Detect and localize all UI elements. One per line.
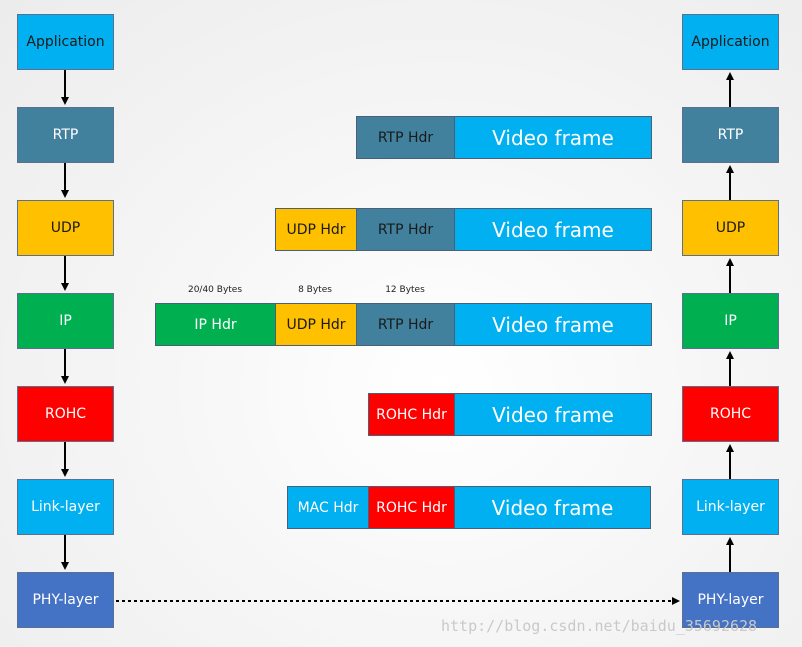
rohc-packet-video-frame: Video frame	[454, 393, 652, 436]
ip-packet-video-frame: Video frame	[454, 303, 652, 346]
right-application-layer: Application	[682, 14, 779, 70]
right-link-layer: Link-layer	[682, 479, 779, 535]
udp-packet-udp-hdr: UDP Hdr	[275, 208, 357, 251]
left-udp-layer: UDP	[17, 200, 114, 256]
left-link-layer: Link-layer	[17, 479, 114, 535]
left-phy-layer: PHY-layer	[17, 572, 114, 628]
right-rohc-layer: ROHC	[682, 386, 779, 442]
rtp-hdr-size-label: 12 Bytes	[385, 285, 425, 295]
udp-hdr-size-label: 8 Bytes	[298, 285, 332, 295]
mac-packet-video-frame: Video frame	[454, 486, 651, 529]
left-rtp-layer: RTP	[17, 107, 114, 163]
mac-packet-mac-hdr: MAC Hdr	[287, 486, 369, 529]
udp-packet-video-frame: Video frame	[454, 208, 652, 251]
ip-hdr-size-label: 20/40 Bytes	[187, 285, 243, 295]
rohc-packet-rohc-hdr: ROHC Hdr	[368, 393, 455, 436]
mac-packet-rohc-hdr: ROHC Hdr	[368, 486, 455, 529]
left-rohc-layer: ROHC	[17, 386, 114, 442]
left-application-layer: Application	[17, 14, 114, 70]
left-ip-layer: IP	[17, 293, 114, 349]
right-rtp-layer: RTP	[682, 107, 779, 163]
ip-packet-rtp-hdr: RTP Hdr	[356, 303, 455, 346]
rtp-packet-rtp-hdr: RTP Hdr	[356, 116, 455, 159]
rtp-packet-video-frame: Video frame	[454, 116, 652, 159]
udp-packet-rtp-hdr: RTP Hdr	[356, 208, 455, 251]
watermark-url: http://blog.csdn.net/baidu_35692628	[441, 617, 758, 635]
ip-packet-udp-hdr: UDP Hdr	[275, 303, 357, 346]
right-udp-layer: UDP	[682, 200, 779, 256]
right-ip-layer: IP	[682, 293, 779, 349]
ip-packet-ip-hdr: IP Hdr	[155, 303, 276, 346]
right-phy-layer: PHY-layer	[682, 572, 779, 628]
